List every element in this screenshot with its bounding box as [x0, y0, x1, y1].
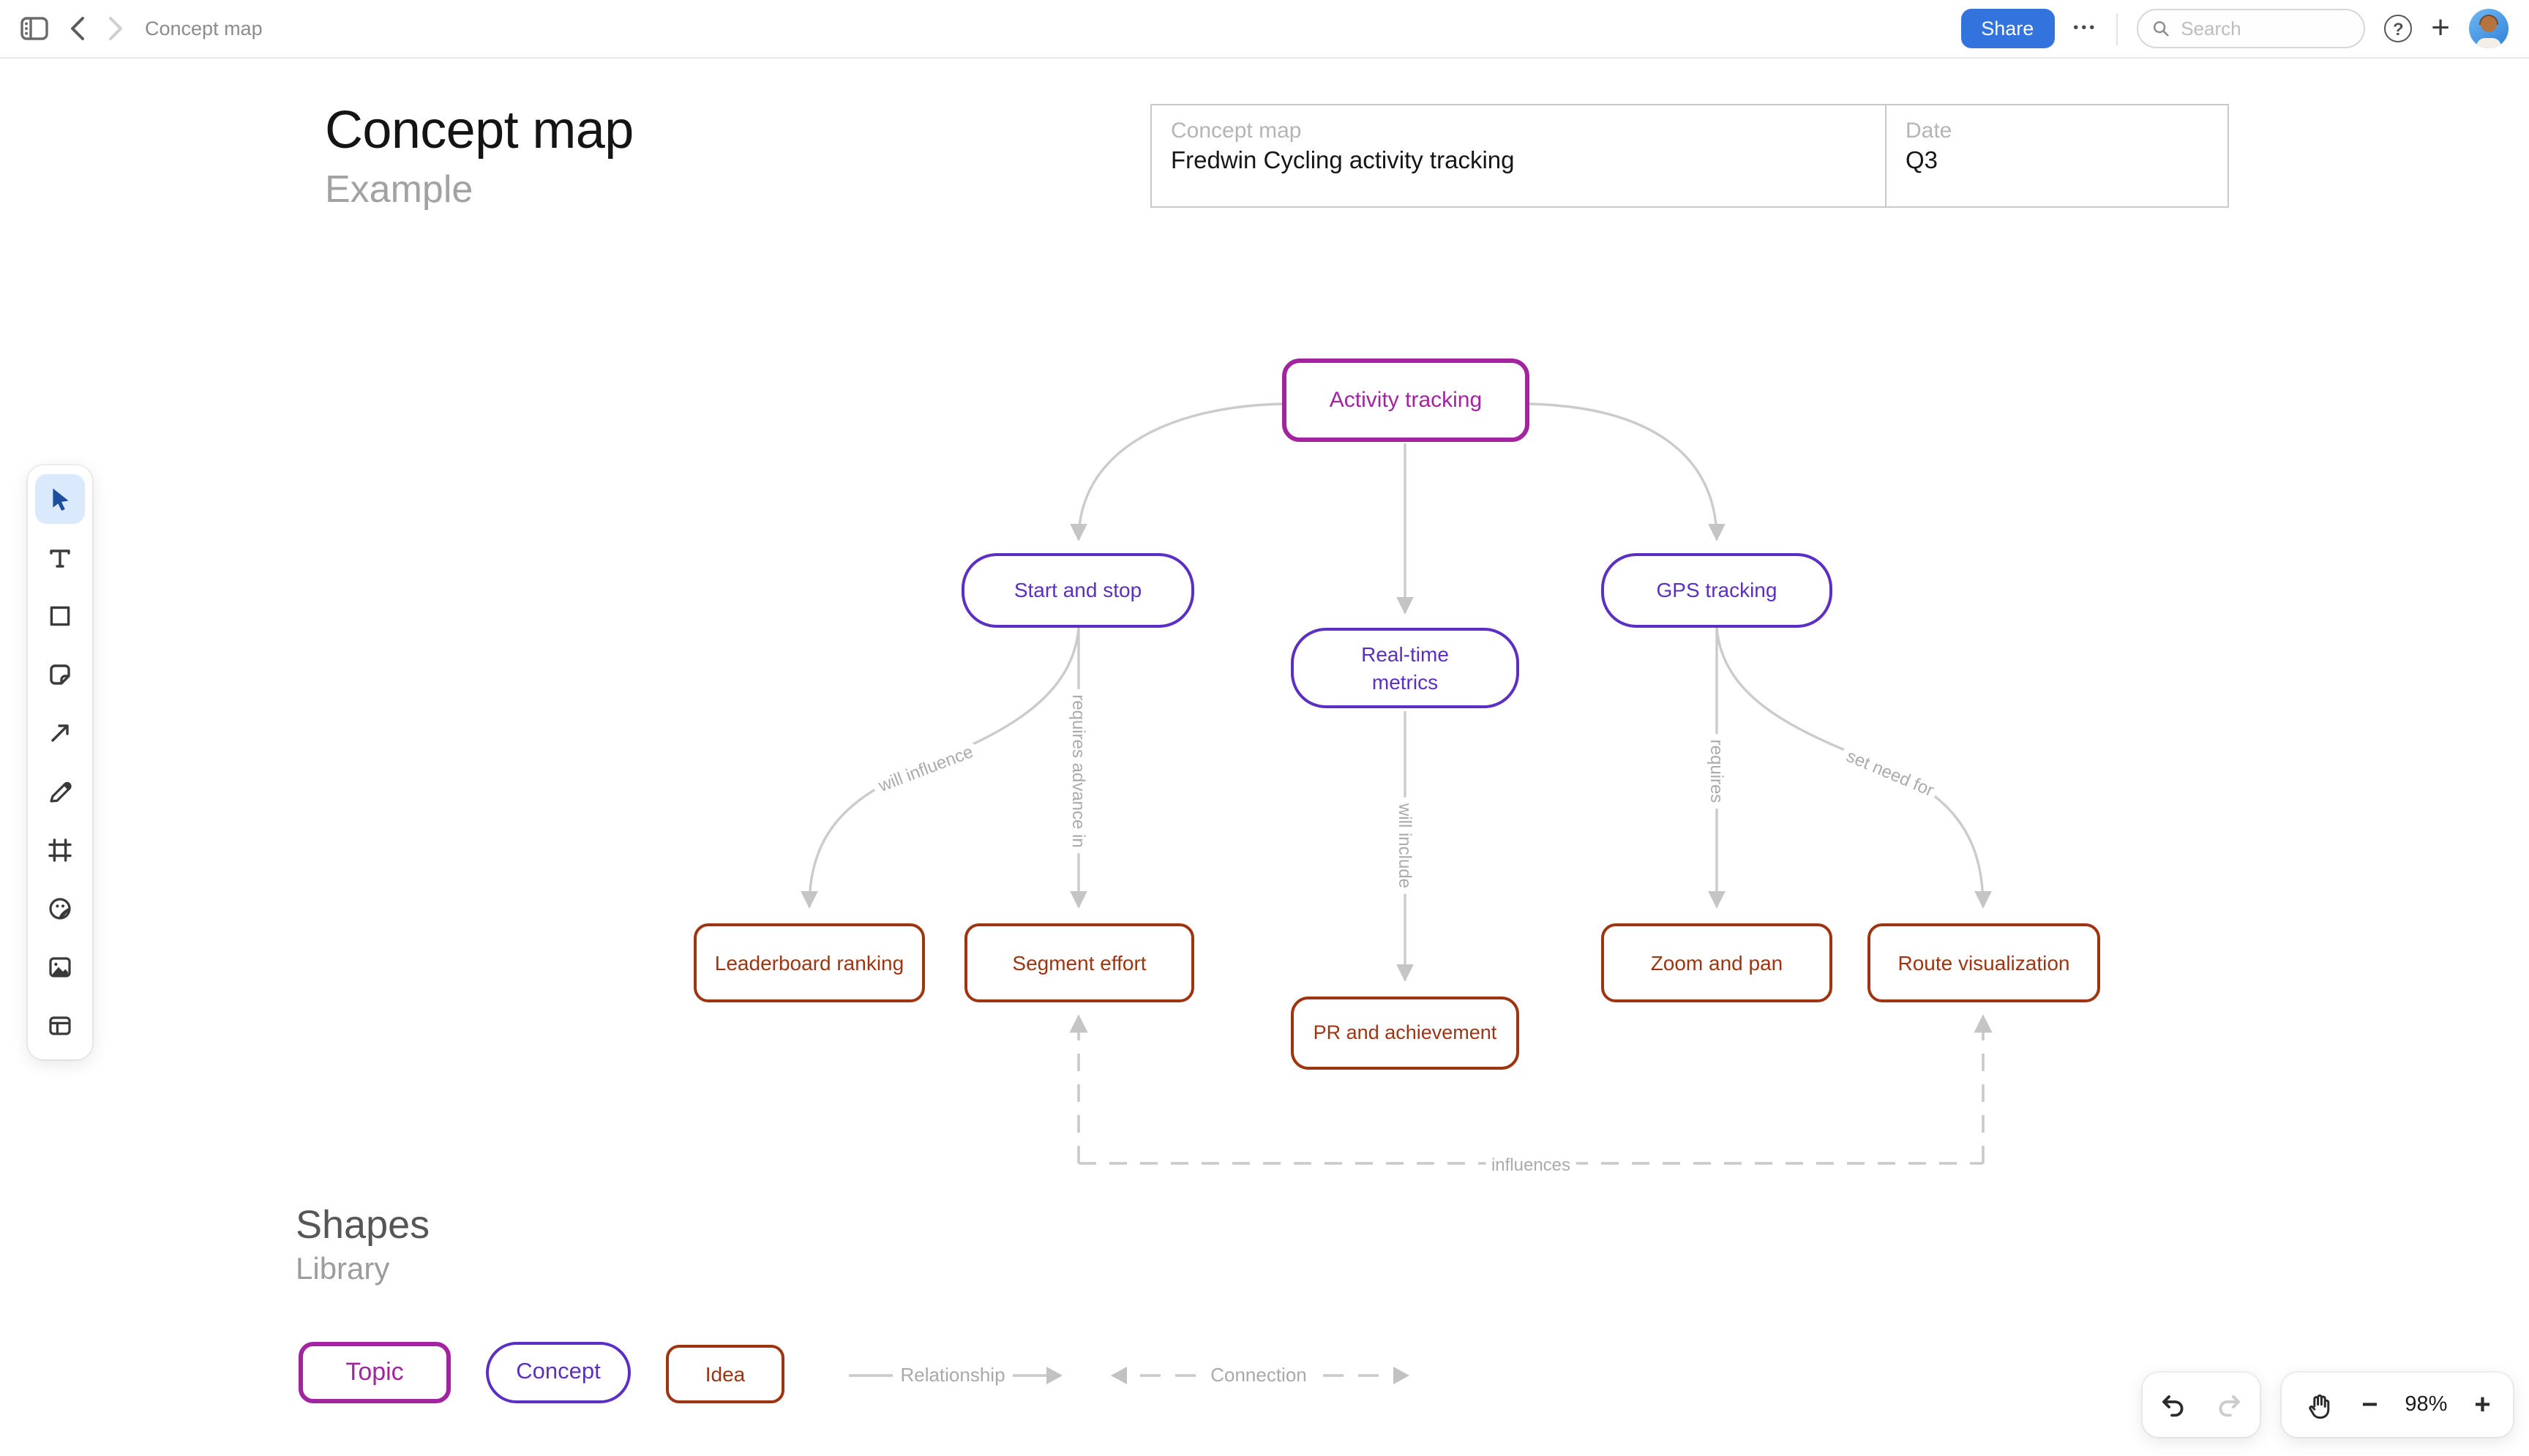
undo-icon [2162, 1395, 2184, 1417]
sticky-note-icon [50, 664, 70, 685]
node-pr-and-achievement[interactable]: PR and achievement [1291, 997, 1519, 1070]
back-button[interactable] [69, 16, 86, 41]
library-subtitle: Library [296, 1253, 390, 1286]
tool-text[interactable] [35, 533, 85, 582]
info-table-cell: Concept map Fredwin Cycling activity tra… [1152, 105, 1887, 206]
zoom-in-button[interactable]: + [2474, 1389, 2491, 1420]
edge-label-set-need-for: set need for [1843, 746, 1936, 800]
node-route-visualization[interactable]: Route visualization [1867, 923, 2100, 1002]
info-value[interactable]: Q3 [1906, 148, 1938, 174]
info-label: Date [1906, 119, 1952, 143]
arrowhead-right-icon [1393, 1367, 1409, 1384]
help-icon: ? [2384, 15, 2413, 42]
chevron-right-icon [109, 17, 122, 40]
more-options-button[interactable]: ••• [2073, 20, 2098, 37]
edge-startstop-leaderboard [801, 627, 1080, 909]
search-field[interactable] [2137, 9, 2366, 48]
node-start-and-stop[interactable]: Start and stop [962, 553, 1194, 628]
edge-label-requires: requires [1706, 740, 1726, 803]
node-label: Real-time metrics [1361, 642, 1449, 693]
edge-label-requires-advance-in: requires advance in [1068, 694, 1088, 847]
library-connection-item[interactable]: Connection [1108, 1356, 1412, 1395]
help-button[interactable]: ? [2384, 15, 2413, 42]
breadcrumb: Concept map [145, 18, 263, 40]
info-table-cell: Date Q3 [1887, 105, 2228, 206]
edge-activity-gps [1529, 402, 1726, 541]
tool-table[interactable] [35, 1001, 85, 1051]
edge-label-will-influence: will influence [875, 742, 976, 796]
image-icon [49, 957, 71, 977]
tool-select[interactable] [35, 474, 85, 524]
pencil-icon [50, 781, 72, 803]
connection-label: Connection [1210, 1364, 1307, 1386]
square-icon [50, 606, 70, 626]
frame-icon [48, 838, 72, 862]
edge-activity-startstop [1070, 402, 1283, 541]
tool-palette [28, 465, 92, 1059]
zoom-out-button[interactable]: − [2361, 1389, 2378, 1420]
pan-tool-button[interactable] [2304, 1389, 2334, 1420]
search-input[interactable] [2178, 16, 2350, 41]
zoom-level[interactable]: 98% [2405, 1393, 2448, 1416]
toolbar-divider [2116, 12, 2118, 45]
search-icon [2154, 20, 2169, 37]
node-segment-effort[interactable]: Segment effort [964, 923, 1194, 1002]
new-board-button[interactable]: + [2431, 8, 2450, 45]
node-leaderboard-ranking[interactable]: Leaderboard ranking [694, 923, 925, 1002]
node-zoom-and-pan[interactable]: Zoom and pan [1601, 923, 1832, 1002]
node-real-time-metrics[interactable]: Real-time metrics [1291, 628, 1519, 708]
library-title: Shapes [296, 1203, 430, 1247]
table-layout-icon [49, 1016, 71, 1035]
library-shape-concept[interactable]: Concept [486, 1342, 631, 1403]
avatar-head [2481, 16, 2497, 32]
page-title: Concept map [325, 100, 634, 160]
avatar-torso [2476, 38, 2501, 48]
tool-sticky-note[interactable] [35, 650, 85, 699]
edge-label-will-include: will include [1395, 803, 1415, 888]
forward-button[interactable] [107, 16, 124, 41]
history-controls [2143, 1373, 2260, 1437]
arrowhead-left-icon [1111, 1367, 1127, 1384]
arrowhead-right-icon [1046, 1367, 1063, 1384]
sidebar-icon [20, 17, 48, 40]
sticker-icon [49, 898, 71, 920]
tool-shape[interactable] [35, 591, 85, 641]
arrow-icon [51, 724, 69, 742]
chevron-left-icon [71, 17, 84, 40]
tool-pencil[interactable] [35, 767, 85, 817]
top-toolbar: Concept map Share ••• ? + [0, 0, 2529, 59]
cursor-icon [53, 488, 69, 511]
avatar[interactable] [2469, 9, 2509, 48]
plus-icon: + [2431, 8, 2450, 45]
tool-media[interactable] [35, 942, 85, 992]
edge-gps-route [1715, 627, 1992, 909]
page-subtitle: Example [325, 167, 473, 211]
info-label: Concept map [1171, 119, 1302, 143]
sidebar-toggle-button[interactable] [20, 16, 48, 41]
tool-frame[interactable] [35, 825, 85, 875]
tool-connector[interactable] [35, 708, 85, 758]
hand-icon [2309, 1393, 2330, 1419]
edge-label-influences: influences [1491, 1155, 1570, 1175]
redo-button[interactable] [2214, 1389, 2247, 1421]
library-relationship-item[interactable]: Relationship [846, 1356, 1065, 1395]
node-gps-tracking[interactable]: GPS tracking [1601, 553, 1832, 628]
zoom-controls: − 98% + [2282, 1373, 2513, 1437]
node-activity-tracking[interactable]: Activity tracking [1282, 359, 1529, 442]
share-button[interactable]: Share [1960, 9, 2055, 48]
tool-sticker[interactable] [35, 884, 85, 934]
info-value[interactable]: Fredwin Cycling activity tracking [1171, 148, 1515, 174]
info-table: Concept map Fredwin Cycling activity tra… [1150, 104, 2229, 208]
library-shape-idea[interactable]: Idea [666, 1345, 784, 1403]
redo-icon [2219, 1395, 2240, 1417]
undo-button[interactable] [2156, 1389, 2188, 1421]
library-shape-topic[interactable]: Topic [299, 1342, 451, 1403]
relationship-label: Relationship [900, 1364, 1005, 1386]
text-icon [50, 549, 70, 568]
